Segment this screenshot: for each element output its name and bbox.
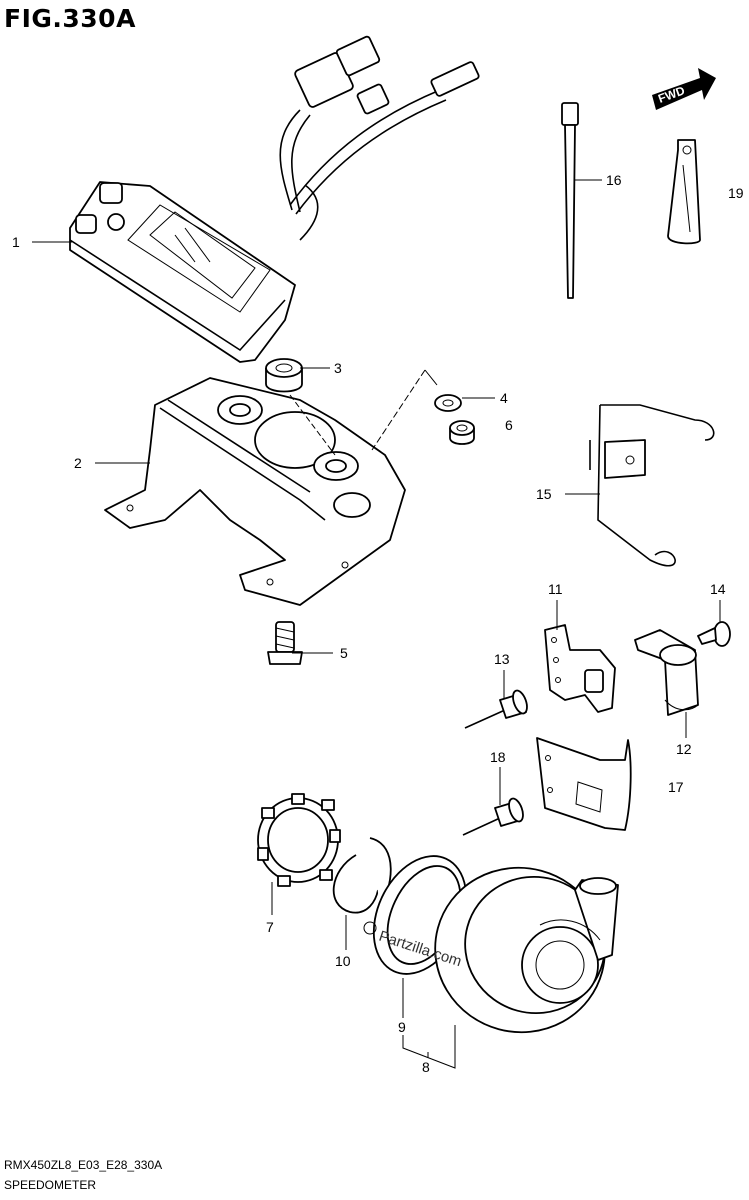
cable-tie-drawing bbox=[561, 102, 579, 299]
cushion-drawing bbox=[265, 358, 336, 456]
sensor-bracket-drawing bbox=[544, 624, 616, 713]
callout-19: 19 bbox=[728, 185, 744, 201]
fwd-arrow-icon: FWD bbox=[652, 68, 716, 110]
callout-2: 2 bbox=[74, 455, 82, 471]
callout-labels: 1 2 3 4 5 6 7 8 9 10 11 12 13 14 15 16 1… bbox=[12, 172, 744, 1075]
bracket-drawing bbox=[104, 377, 406, 606]
retaining-ring-drawing bbox=[257, 793, 341, 887]
callout-11: 11 bbox=[548, 581, 563, 597]
callout-14: 14 bbox=[710, 581, 726, 597]
callout-13: 13 bbox=[494, 651, 510, 667]
speedometer-assembly-drawing bbox=[69, 35, 480, 363]
footer-code: RMX450ZL8_E03_E28_330A bbox=[4, 1158, 163, 1172]
callout-12: 12 bbox=[676, 741, 692, 757]
speed-sensor-drawing bbox=[434, 866, 619, 1034]
callout-10: 10 bbox=[335, 953, 351, 969]
callout-5: 5 bbox=[340, 645, 348, 661]
callout-18: 18 bbox=[490, 749, 506, 765]
rivet-18-drawing bbox=[462, 797, 524, 836]
wire-guide-drawing bbox=[589, 404, 715, 567]
callout-8: 8 bbox=[422, 1059, 430, 1075]
clip-drawing bbox=[667, 139, 701, 245]
bolt-drawing bbox=[267, 621, 303, 665]
callout-9: 9 bbox=[398, 1019, 406, 1035]
callout-7: 7 bbox=[266, 919, 274, 935]
callout-15: 15 bbox=[536, 486, 552, 502]
cable-guide-drawing bbox=[536, 737, 632, 831]
clamp-drawing bbox=[634, 629, 699, 716]
collar-drawing bbox=[449, 420, 475, 445]
washer-drawing bbox=[434, 394, 462, 412]
rivet-13-drawing bbox=[464, 689, 528, 729]
footer-name: SPEEDOMETER bbox=[4, 1178, 97, 1192]
callout-17: 17 bbox=[668, 779, 684, 795]
figure-title: FIG.330A bbox=[4, 4, 136, 33]
callout-4: 4 bbox=[500, 390, 508, 406]
leader-lines bbox=[32, 179, 721, 1069]
callout-3: 3 bbox=[334, 360, 342, 376]
callout-6: 6 bbox=[505, 417, 513, 433]
callout-1: 1 bbox=[12, 234, 20, 250]
callout-16: 16 bbox=[606, 172, 622, 188]
screw-drawing bbox=[697, 621, 731, 647]
